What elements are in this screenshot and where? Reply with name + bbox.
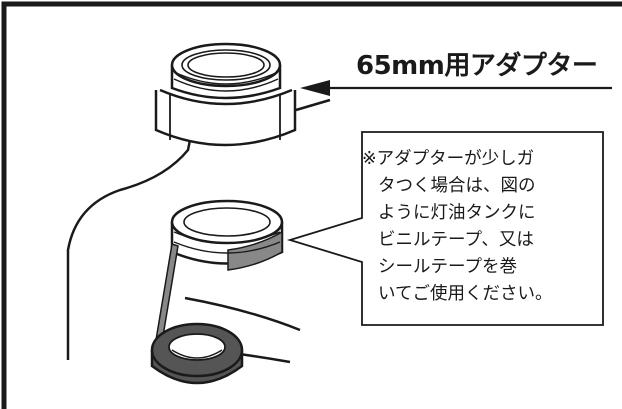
- tank-neck-taped: [170, 199, 284, 271]
- note-line: シールテープを巻: [378, 257, 517, 277]
- note-line: いてご使用ください。: [378, 284, 553, 304]
- note-line: ように灯油タンクに: [378, 203, 536, 223]
- callout-box: [286, 131, 604, 326]
- adapter-arrow: [300, 80, 612, 96]
- note-line: タつく場合は、図の: [378, 176, 536, 196]
- note-text: ※アダプターが少しガ タつく場合は、図の ように灯油タンクに ビニルテープ、又は…: [362, 146, 602, 308]
- note-line: ※アダプターが少しガ: [362, 149, 535, 169]
- adapter-label: 65mm用アダプター: [356, 51, 598, 81]
- tape-roll: [150, 322, 244, 385]
- adapter-illustration: [154, 42, 297, 147]
- note-line: ビニルテープ、又は: [378, 230, 534, 250]
